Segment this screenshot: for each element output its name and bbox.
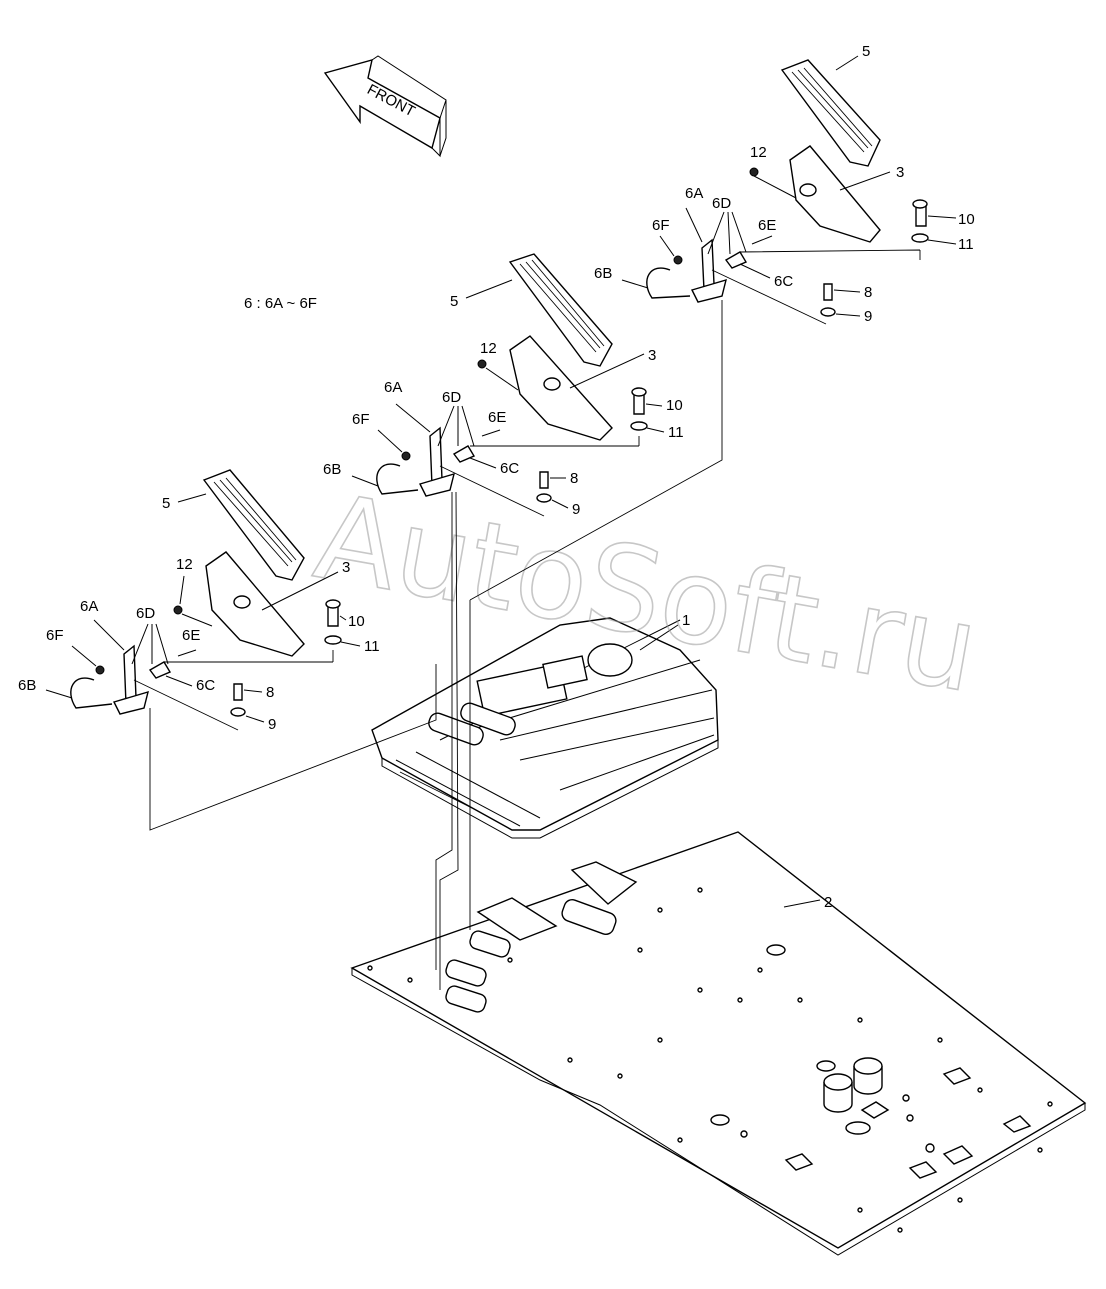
callout-right-bracket: 6A — [685, 185, 703, 202]
callout-middle-clip: 6F — [352, 411, 370, 428]
callout-middle-ubolt: 6B — [323, 461, 341, 478]
callout-right-spring-group: 6D — [712, 195, 731, 212]
floor-plate-cylinders — [823, 1057, 883, 1113]
callout-right-bolt-short: 8 — [864, 284, 872, 301]
callout-right-spring: 6C — [774, 273, 793, 290]
callout-right-pedal: 5 — [862, 43, 870, 60]
callout-middle-spring: 6C — [500, 460, 519, 477]
callout-middle-bracket: 6A — [384, 379, 402, 396]
floor-plate — [350, 831, 1087, 1256]
callout-left-spring: 6C — [196, 677, 215, 694]
callout-right-pin: 6E — [758, 217, 776, 234]
callout-right-nut: 12 — [750, 144, 767, 161]
callout-left-cover: 3 — [342, 559, 350, 576]
callout-right-washer-short: 9 — [864, 308, 872, 325]
front-arrow: FRONT — [323, 55, 447, 158]
callout-left-spring-group: 6D — [136, 605, 155, 622]
callout-right-bolt-long: 10 — [958, 211, 975, 228]
callout-left-bolt-short: 8 — [266, 684, 274, 701]
callout-middle-washer-short: 9 — [572, 501, 580, 518]
callout-middle-pedal: 5 — [450, 293, 458, 310]
callout-middle-bolt-short: 8 — [570, 470, 578, 487]
callout-right-ubolt: 6B — [594, 265, 612, 282]
callout-left-pedal: 5 — [162, 495, 170, 512]
assembly-guide-lines — [149, 300, 723, 990]
callout-middle-washer-long: 11 — [668, 424, 684, 441]
callout-left-pin: 6E — [182, 627, 200, 644]
callout-floor-mat: 1 — [682, 612, 690, 629]
callout-middle-bolt-long: 10 — [666, 397, 683, 414]
pedal-assembly-middle: 5 3 12 6A 6D 6E 6F 6B 6C 10 11 8 — [323, 253, 684, 518]
callout-right-washer-long: 11 — [958, 236, 974, 253]
callout-left-nut: 12 — [176, 556, 193, 573]
callout-left-washer-long: 11 — [364, 638, 380, 655]
callout-right-cover: 3 — [896, 164, 904, 181]
floor-mat — [371, 617, 719, 839]
callout-left-clip: 6F — [46, 627, 64, 644]
callout-left-bolt-long: 10 — [348, 613, 365, 630]
legend-text: 6 : 6A ~ 6F — [244, 295, 317, 312]
callout-right-clip: 6F — [652, 217, 670, 234]
callout-left-bracket: 6A — [80, 598, 98, 615]
callout-middle-pin: 6E — [488, 409, 506, 426]
callout-left-washer-short: 9 — [268, 716, 276, 733]
callout-middle-nut: 12 — [480, 340, 497, 357]
callout-middle-cover: 3 — [648, 347, 656, 364]
callout-floor-plate: 2 — [824, 894, 832, 911]
pedal-assembly-right: 5 3 12 6A 6D 6E 6F 6B 6C 10 11 8 — [594, 43, 975, 325]
pedal-assembly-left: 5 3 12 6A 6D 6E 6F 6B 6C 10 11 8 — [18, 469, 380, 733]
callout-middle-spring-group: 6D — [442, 389, 461, 406]
callout-left-ubolt: 6B — [18, 677, 36, 694]
